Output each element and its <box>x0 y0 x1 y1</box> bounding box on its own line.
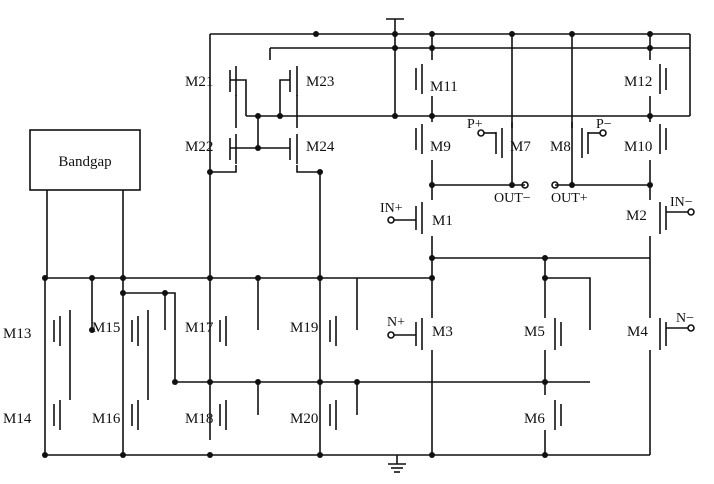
label-M9: M9 <box>430 139 451 155</box>
pin-labels: P+ P− OUT− OUT+ IN+ IN− N+ N− <box>380 117 694 330</box>
device-labels: M21 M22 M23 M24 M11 M9 M7 M8 M12 M10 M1 … <box>3 74 652 427</box>
label-M11: M11 <box>430 79 458 95</box>
label-M16: M16 <box>92 411 121 427</box>
bandgap-label: Bandgap <box>58 154 111 170</box>
pin-n-minus: N− <box>676 311 694 326</box>
label-M12: M12 <box>624 74 652 90</box>
label-M1: M1 <box>432 213 453 229</box>
label-M4: M4 <box>627 324 648 340</box>
label-M13: M13 <box>3 326 31 342</box>
junction-dots <box>42 31 653 458</box>
label-M22: M22 <box>185 139 213 155</box>
label-M23: M23 <box>306 74 334 90</box>
pin-p-minus: P− <box>596 117 612 132</box>
pin-in-plus: IN+ <box>380 201 403 216</box>
label-M18: M18 <box>185 411 213 427</box>
label-M17: M17 <box>185 320 214 336</box>
label-M20: M20 <box>290 411 318 427</box>
pin-p-plus: P+ <box>467 117 483 132</box>
label-M3: M3 <box>432 324 453 340</box>
ground-symbol <box>388 455 406 473</box>
label-M8: M8 <box>550 139 571 155</box>
label-M24: M24 <box>306 139 335 155</box>
pin-in-minus: IN− <box>670 195 693 210</box>
label-M7: M7 <box>510 139 531 155</box>
bandgap-block: Bandgap <box>29 129 141 191</box>
pin-out-plus: OUT+ <box>551 191 588 206</box>
label-M2: M2 <box>626 208 647 224</box>
label-M14: M14 <box>3 411 32 427</box>
wires <box>44 33 691 456</box>
label-M5: M5 <box>524 324 545 340</box>
label-M6: M6 <box>524 411 545 427</box>
pin-out-minus: OUT− <box>494 191 531 206</box>
label-M21: M21 <box>185 74 213 90</box>
label-M19: M19 <box>290 320 318 336</box>
label-M15: M15 <box>92 320 120 336</box>
label-M10: M10 <box>624 139 652 155</box>
pin-n-plus: N+ <box>387 315 405 330</box>
transistor-symbols <box>53 64 695 430</box>
